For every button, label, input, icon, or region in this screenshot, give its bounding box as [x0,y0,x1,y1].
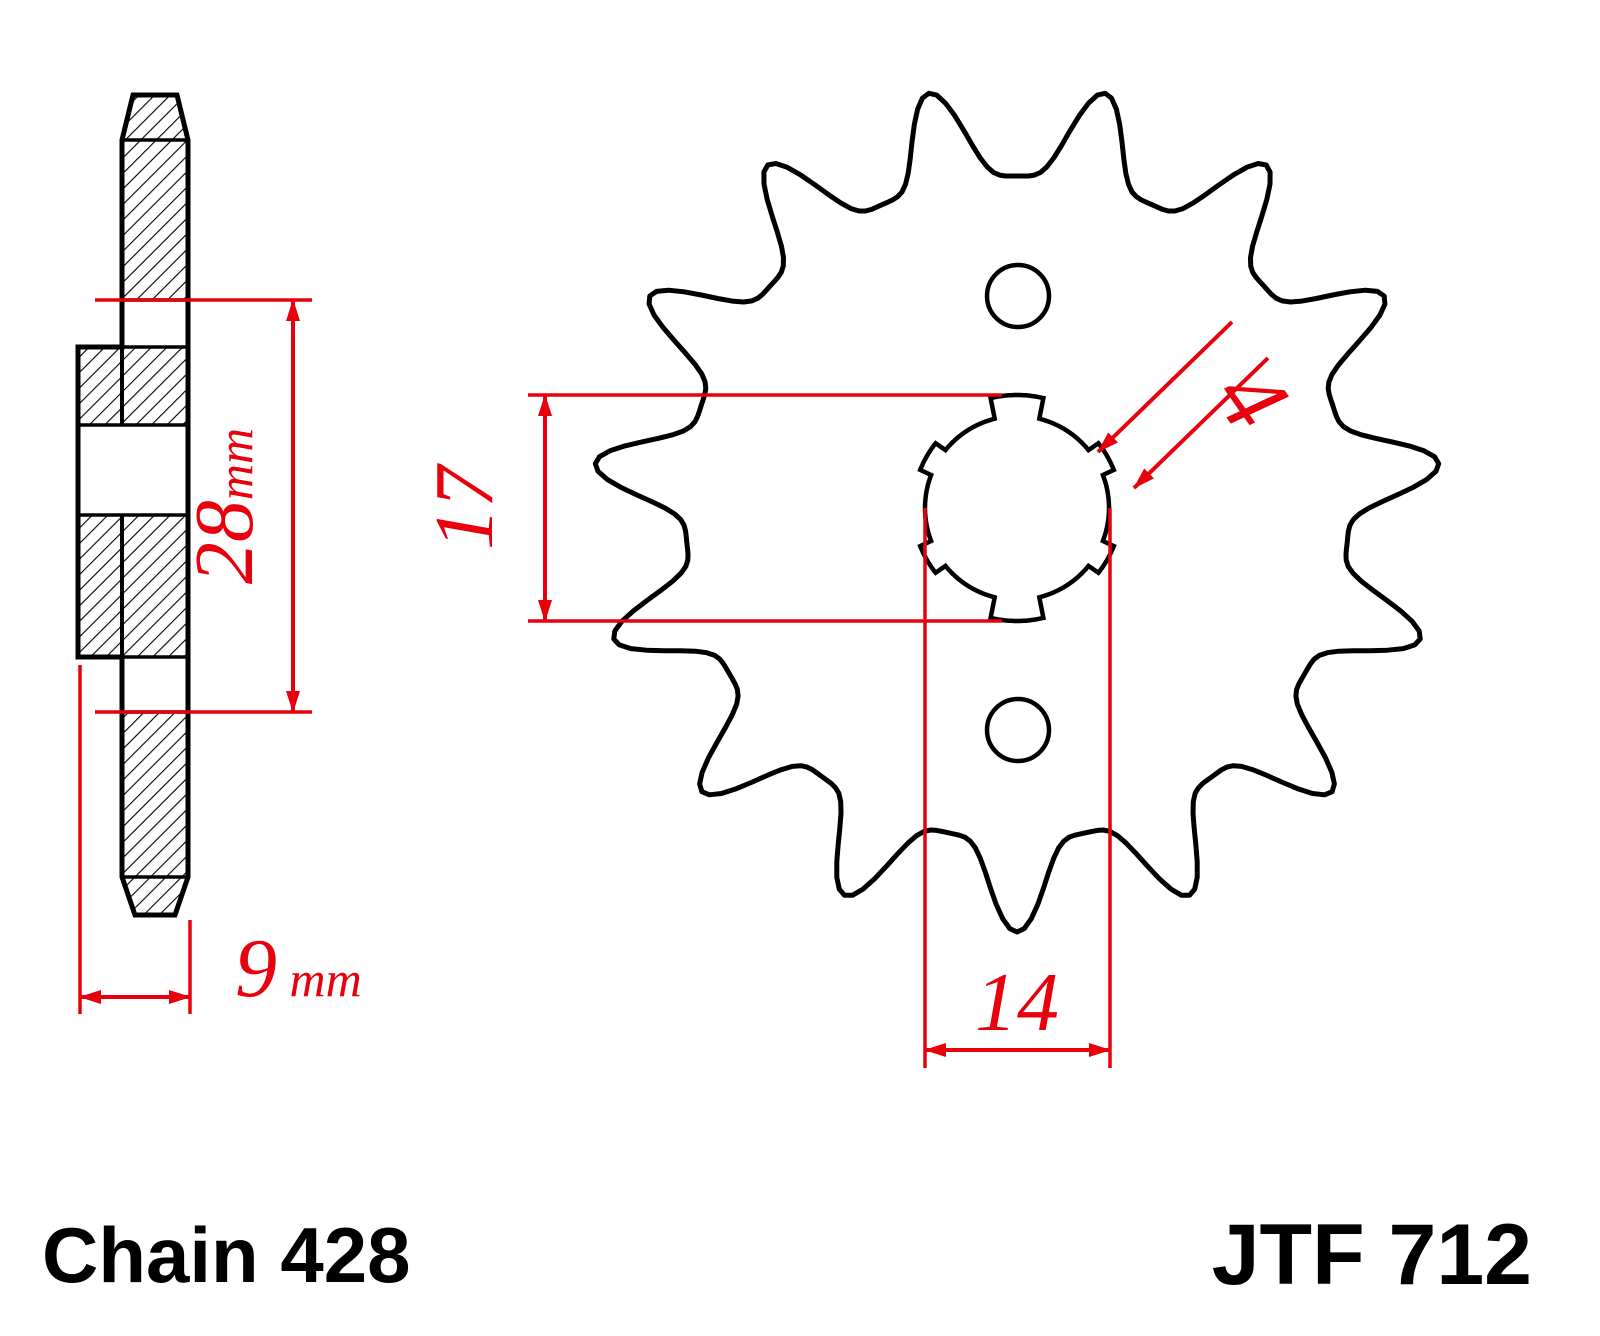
side-internal-edges [80,138,188,879]
dim-9mm-label: 9 mm [235,922,362,1015]
footer-part-label: JTF 712 [1212,1207,1532,1303]
dim-17-label: 17 [418,463,511,550]
dim-14: 14 [923,508,1112,1068]
dim-17: 17 [418,393,1002,623]
dim-14-label: 14 [975,956,1059,1049]
side-band-upper [124,300,186,347]
dim-28mm: 28mm [95,298,312,714]
front-view [592,90,1442,935]
dim-28mm-label: 28mm [178,428,271,584]
bolt-hole-bottom [984,696,1052,764]
footer-chain-label: Chain 428 [42,1211,410,1299]
dim-9mm: 9 mm [78,665,362,1015]
side-view [75,92,191,918]
bolt-hole-top [984,262,1052,330]
side-band-lower [124,657,186,712]
side-band-bore [80,425,186,515]
